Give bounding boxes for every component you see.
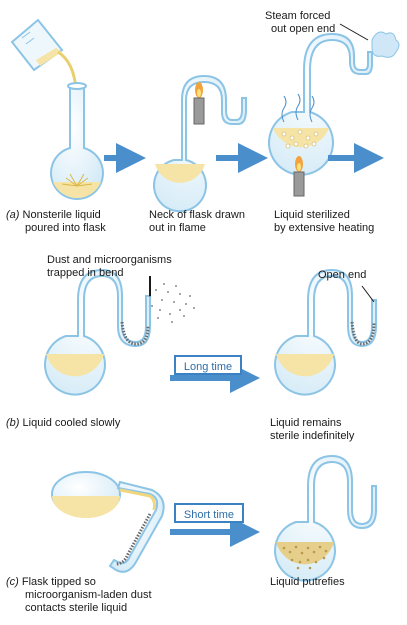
airborne-dust-cloud [149, 283, 195, 323]
open-end-leader [361, 285, 375, 303]
row-c-left-line3: contacts sterile liquid [25, 602, 128, 614]
bunsen-burner-icon [293, 156, 305, 197]
steam-cloud-icon [371, 31, 400, 58]
flask-sterile [274, 268, 377, 396]
open-end-label: Open end [318, 269, 367, 281]
dust-particles-in-bend [350, 321, 376, 346]
row-a-caption-1: (a) Nonsterile liquid [6, 209, 101, 222]
dust-contacting-liquid [115, 513, 152, 566]
long-time-label: Long time [183, 361, 233, 373]
row-a-step2-line1: Neck of flask drawn [149, 209, 245, 221]
flask-neck-drawn [153, 74, 247, 213]
steam-note-leader [339, 23, 369, 41]
row-b-tag: (b) [6, 417, 20, 429]
row-b-right-line1: Liquid remains [270, 417, 342, 429]
flask-nonsterile [50, 82, 104, 201]
row-b-left-caption: Liquid cooled slowly [22, 417, 121, 429]
steam-note-line1: Steam forced [265, 10, 331, 22]
long-time-box: Long time [174, 355, 242, 375]
row-a-step1-line2: poured into flask [25, 222, 106, 234]
short-time-box: Short time [174, 503, 244, 523]
row-a-tag: (a) [6, 209, 20, 221]
row-c-right-caption: Liquid putrefies [270, 576, 345, 588]
row-a-step2-line2: out in flame [149, 222, 206, 234]
row-c-caption-1: (c) Flask tipped so [6, 576, 96, 589]
row-c-tag: (c) [6, 576, 19, 588]
row-c-left-line2: microorganism-laden dust [25, 589, 152, 601]
flask-tipped [51, 471, 165, 573]
flask-boiling [268, 32, 373, 176]
short-time-label: Short time [183, 509, 235, 521]
row-c-left-line1: Flask tipped so [21, 576, 96, 588]
row-b-caption: (b) Liquid cooled slowly [6, 417, 120, 430]
row-a-step3-line2: by extensive heating [274, 222, 375, 234]
flask-putrefied [274, 454, 377, 582]
steam-note-line2: out open end [271, 23, 336, 35]
dust-note-line1: Dust and microorganisms [47, 254, 172, 266]
row-a-step3-line1: Liquid sterilized [274, 209, 350, 221]
row-a-step1-line1: Nonsterile liquid [22, 209, 101, 221]
dust-note-line2: trapped in bend [47, 267, 124, 279]
flask-cooled [44, 268, 151, 396]
row-b-right-line2: sterile indefinitely [270, 430, 355, 442]
pouring-beaker-icon [10, 18, 64, 72]
bunsen-flame-icon [193, 82, 205, 125]
